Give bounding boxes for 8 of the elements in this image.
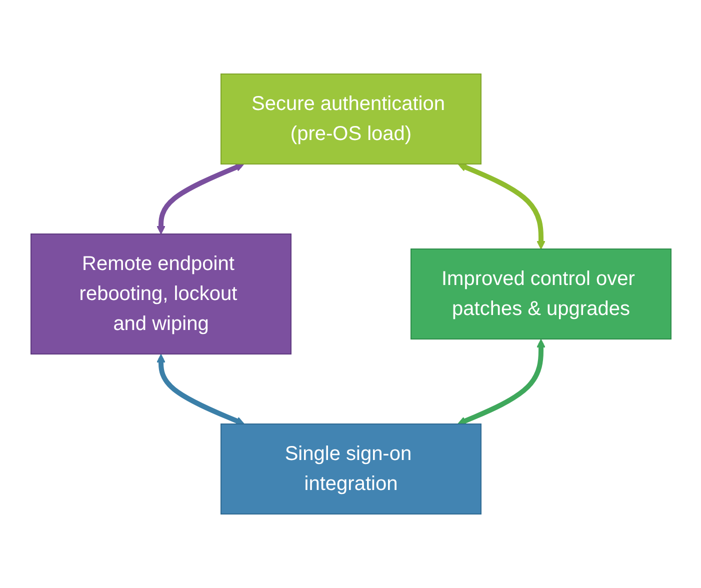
arrow: [457, 163, 545, 250]
node-box: Single sign-on integration: [220, 424, 481, 514]
arrow: [156, 163, 244, 234]
node-box: Improved control over patches & upgrades: [410, 248, 671, 340]
node-box: Secure authentication (pre-OS load): [220, 74, 481, 164]
arrow: [156, 354, 244, 425]
arrow: [456, 339, 545, 425]
node-box: Remote endpoint rebooting, lockout and wiping: [30, 234, 291, 354]
